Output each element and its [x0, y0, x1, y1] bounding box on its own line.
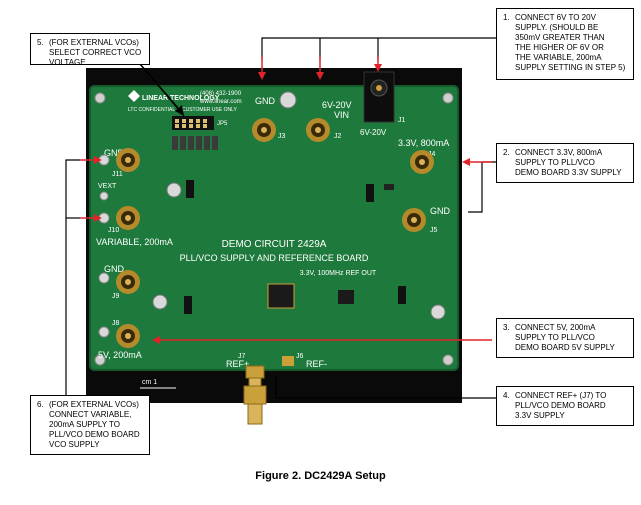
j8-5v-post[interactable]: [98, 324, 140, 348]
callout-number: 6.: [37, 400, 44, 409]
callout-number: 2.: [503, 148, 510, 157]
j5-gnd-post[interactable]: [402, 208, 426, 232]
oscillator-chip: [267, 283, 295, 309]
callout-1: 1. CONNECT 6V TO 20V SUPPLY. (SHOULD BE …: [496, 8, 634, 80]
mounting-hole: [442, 354, 454, 366]
callout-text: (FOR EXTERNAL VCOs) SELECT CORRECT VCO V…: [49, 38, 142, 67]
mounting-hole: [442, 92, 454, 104]
capacitor-c16: [152, 294, 168, 310]
callout-number: 4.: [503, 391, 510, 400]
board-subtitle: PLL/VCO SUPPLY AND REFERENCE BOARD: [180, 253, 369, 263]
ruler-label: cm 1: [142, 379, 157, 386]
j11-gnd-binding-post[interactable]: [116, 148, 140, 172]
ref-plus-label: REF+: [226, 359, 249, 369]
j7-sma-connector[interactable]: [243, 365, 267, 425]
callout-text: CONNECT 3.3V, 800mA SUPPLY TO PLL/VCO DE…: [515, 148, 622, 177]
jp5-label: JP5: [217, 121, 228, 127]
vin-label: 6V-20V: [322, 100, 352, 110]
capacitor-c6: [430, 304, 446, 320]
j10-variable-post[interactable]: [98, 206, 140, 230]
j1-voltage-label: 6V-20V: [360, 128, 387, 137]
j6-ref-minus-connector[interactable]: [282, 356, 294, 366]
j3-gnd-post[interactable]: [252, 118, 276, 142]
jp-5v-jumper[interactable]: [184, 296, 192, 314]
callout-number: 3.: [503, 323, 510, 332]
svg-text:J7: J7: [238, 353, 246, 360]
gnd-j11-label: GND: [104, 148, 125, 158]
gnd-j5-label: GND: [430, 206, 451, 216]
v33-label: 3.3V, 800mA: [398, 138, 449, 148]
logo-text: LINEAR TECHNOLOGY: [142, 95, 220, 102]
confidential-text: LTC CONFIDENTIAL: [128, 107, 175, 113]
svg-text:J2: J2: [334, 133, 342, 140]
ref-out-label: 3.3V, 100MHz REF OUT: [300, 270, 377, 277]
callout-text: (FOR EXTERNAL VCOs) CONNECT VARIABLE, 20…: [49, 400, 140, 449]
jp5-header[interactable]: [172, 116, 214, 130]
gnd-j9-label: GND: [104, 264, 125, 274]
capacitor-c36: [279, 91, 297, 109]
svg-text:J9: J9: [112, 293, 120, 300]
ref-minus-label: REF-: [306, 359, 327, 369]
j9-gnd-post[interactable]: [98, 270, 140, 294]
callout-text: CONNECT REF+ (J7) TO PLL/VCO DEMO BOARD …: [515, 391, 607, 420]
vext-testpoint[interactable]: [99, 191, 109, 201]
v5-label: 5V, 200mA: [98, 350, 142, 360]
callout-6: 6. (FOR EXTERNAL VCOs) CONNECT VARIABLE,…: [30, 395, 150, 455]
jp1-jumper[interactable]: [366, 184, 374, 202]
callout-5: 5. (FOR EXTERNAL VCOs) SELECT CORRECT VC…: [30, 33, 150, 67]
resistor-bank: [172, 136, 218, 150]
gnd-j3-label: GND: [255, 96, 276, 106]
svg-text:J6: J6: [296, 353, 304, 360]
j4-3v3-post[interactable]: [410, 150, 434, 174]
mounting-hole: [94, 92, 106, 104]
jp4-jumper[interactable]: [186, 180, 194, 198]
callout-number: 1.: [503, 13, 510, 22]
vin-short-label: VIN: [334, 110, 349, 120]
callout-4: 4. CONNECT REF+ (J7) TO PLL/VCO DEMO BOA…: [496, 386, 634, 426]
phone-text: (408) 432-1900: [200, 91, 242, 97]
board-title: DEMO CIRCUIT 2429A: [222, 239, 327, 250]
linear-logo: LINEAR TECHNOLOGY: [128, 90, 220, 102]
pcb-board: [90, 86, 458, 370]
callout-2: 2. CONNECT 3.3V, 800mA SUPPLY TO PLL/VCO…: [496, 143, 634, 183]
red-arrows: [80, 56, 492, 344]
callout-number: 5.: [37, 38, 44, 47]
callout-text: CONNECT 5V, 200mA SUPPLY TO PLL/VCO DEMO…: [515, 323, 615, 352]
customer-use-text: CUSTOMER USE ONLY: [182, 107, 237, 113]
figure-caption: Figure 2. DC2429A Setup: [255, 470, 386, 482]
vext-label: VEXT: [98, 183, 117, 190]
mounting-hole: [94, 354, 106, 366]
svg-text:J3: J3: [278, 133, 286, 140]
c3-part: [384, 184, 394, 190]
web-text: www.linear.com: [199, 99, 242, 105]
j1-barrel-jack[interactable]: [363, 71, 395, 123]
u2-chip: [338, 290, 354, 304]
capacitor-c22: [166, 182, 182, 198]
svg-text:J4: J4: [428, 151, 436, 158]
svg-text:J8: J8: [112, 320, 120, 327]
j2-vin-post[interactable]: [306, 118, 330, 142]
svg-text:J11: J11: [112, 171, 123, 178]
callout-3: 3. CONNECT 5V, 200mA SUPPLY TO PLL/VCO D…: [496, 318, 634, 358]
svg-text:J10: J10: [108, 227, 119, 234]
jp2-jumper[interactable]: [398, 286, 406, 304]
callout-text: CONNECT 6V TO 20V SUPPLY. (SHOULD BE 350…: [515, 13, 626, 72]
svg-text:J1: J1: [398, 117, 406, 124]
variable-label: VARIABLE, 200mA: [96, 237, 173, 247]
svg-text:J5: J5: [430, 227, 438, 234]
